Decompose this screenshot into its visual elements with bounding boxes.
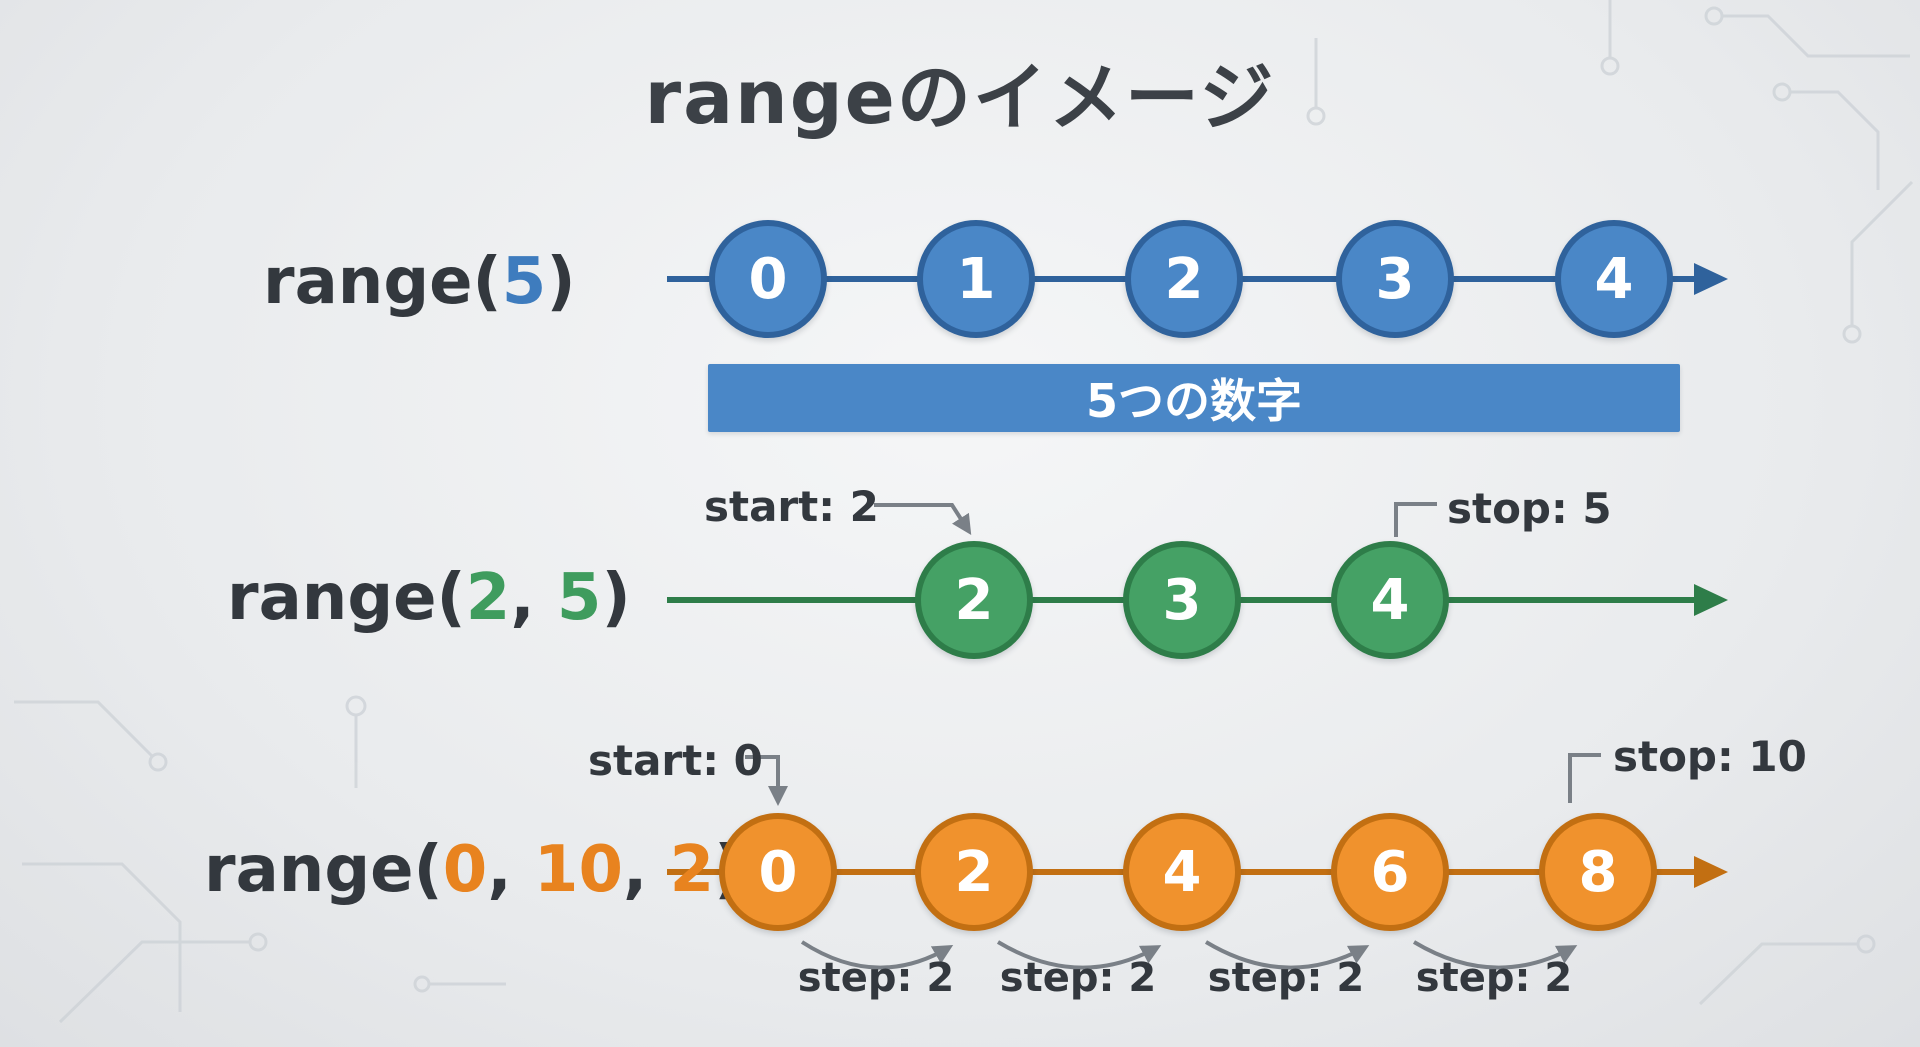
range5-node-3: 3 — [1336, 220, 1454, 338]
range5-label: range(5) — [263, 245, 576, 320]
range5-node-1: 1 — [917, 220, 1035, 338]
label-text: , — [487, 833, 534, 907]
node-value: 2 — [1164, 246, 1204, 312]
range25-start-label: start: 2 — [704, 482, 879, 531]
label-text: range( — [204, 833, 443, 907]
range25-start-pointer — [874, 503, 972, 536]
range25-stop-pointer — [1394, 502, 1437, 537]
range25-node-1: 3 — [1123, 541, 1241, 659]
node-value: 2 — [954, 839, 994, 905]
label-text: range( — [263, 245, 502, 319]
range0102-step-arrows — [800, 940, 1578, 970]
page-title: rangeのイメージ — [644, 55, 1276, 141]
node-value: 3 — [1162, 567, 1202, 633]
range0102-stop-label: stop: 10 — [1613, 732, 1807, 781]
range0102-stop-pointer — [1568, 753, 1601, 803]
range0102-node-4: 8 — [1539, 813, 1657, 931]
circuit-decoration — [14, 0, 1914, 1024]
range25-stop-label: stop: 5 — [1447, 484, 1612, 533]
range0102-node-2: 4 — [1123, 813, 1241, 931]
label-text: ) — [601, 561, 631, 635]
label-arg: 5 — [501, 245, 547, 319]
label-arg: 2 — [669, 833, 715, 907]
range25-node-0: 2 — [915, 541, 1033, 659]
label-arg: 2 — [465, 561, 511, 635]
label-text: ) — [546, 245, 576, 319]
node-value: 0 — [758, 839, 798, 905]
range0102-step-label-2: step: 2 — [1207, 955, 1365, 1001]
range0102-node-1: 2 — [915, 813, 1033, 931]
node-value: 3 — [1375, 246, 1415, 312]
label-text: , — [622, 833, 670, 907]
node-value: 4 — [1162, 839, 1202, 905]
label-arg: 0 — [442, 833, 488, 907]
range5-node-0: 0 — [709, 220, 827, 338]
node-value: 2 — [954, 567, 994, 633]
node-value: 4 — [1370, 567, 1410, 633]
range0102-node-0: 0 — [719, 813, 837, 931]
range0102-label: range(0, 10, 2) — [204, 833, 743, 908]
range0102-start-label: start: 0 — [588, 736, 763, 785]
node-value: 8 — [1578, 839, 1618, 905]
range0102-start-pointer — [745, 755, 788, 806]
node-value: 0 — [748, 246, 788, 312]
range5-node-4: 4 — [1555, 220, 1673, 338]
count-bar-label: 5つの数字 — [1085, 374, 1302, 428]
range25-node-2: 4 — [1331, 541, 1449, 659]
range25-label: range(2, 5) — [227, 561, 631, 636]
range0102-step-label-1: step: 2 — [999, 955, 1157, 1001]
range0102-node-3: 6 — [1331, 813, 1449, 931]
range5-count-bar: 5つの数字 — [708, 364, 1680, 432]
node-value: 1 — [956, 246, 996, 312]
range0102-step-label-3: step: 2 — [1415, 955, 1573, 1001]
label-arg: 5 — [556, 561, 602, 635]
node-value: 6 — [1370, 839, 1410, 905]
label-arg: 10 — [533, 833, 623, 907]
node-value: 4 — [1594, 246, 1634, 312]
label-text: range( — [227, 561, 466, 635]
label-text: , — [510, 561, 557, 635]
range5-node-2: 2 — [1125, 220, 1243, 338]
range0102-step-label-0: step: 2 — [797, 955, 955, 1001]
